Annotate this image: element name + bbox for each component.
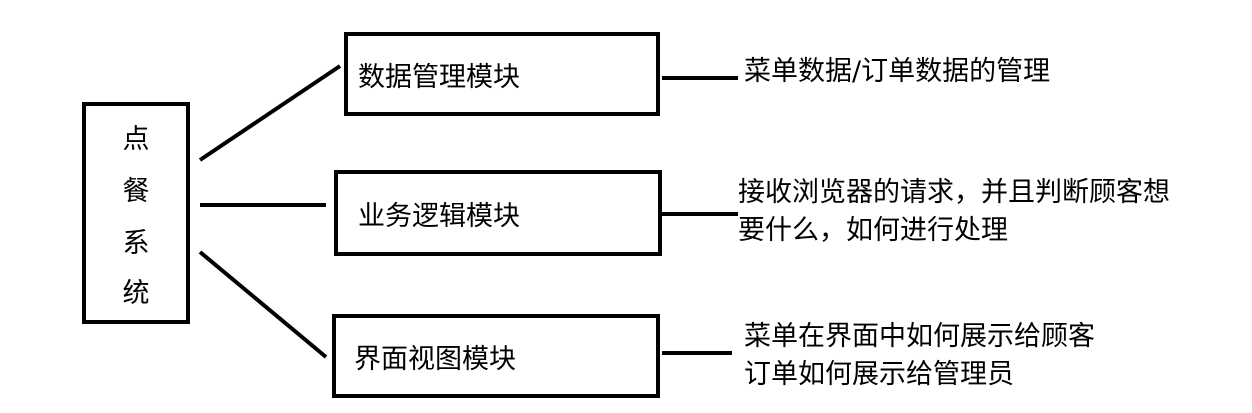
connector-root-to-data xyxy=(198,64,342,162)
desc-line: 订单如何展示给管理员 xyxy=(744,359,1014,390)
root-char: 点 xyxy=(122,124,150,155)
root-char: 餐 xyxy=(122,176,150,207)
desc-line: 菜单在界面中如何展示给顾客 xyxy=(744,321,1095,352)
module-label: 界面视图模块 xyxy=(354,343,516,375)
module-label: 业务逻辑模块 xyxy=(358,200,520,232)
module-business-logic: 业务逻辑模块 xyxy=(334,170,662,256)
desc-line: 要什么，如何进行处理 xyxy=(738,215,1008,246)
desc-view: 菜单在界面中如何展示给顾客 订单如何展示给管理员 xyxy=(744,318,1095,394)
desc-line: 接收浏览器的请求，并且判断顾客想 xyxy=(738,177,1170,208)
connector-root-to-view xyxy=(198,250,328,359)
root-char: 系 xyxy=(122,228,150,259)
desc-data-management: 菜单数据/订单数据的管理 xyxy=(744,53,1050,91)
desc-business-logic: 接收浏览器的请求，并且判断顾客想 要什么，如何进行处理 xyxy=(738,174,1170,250)
desc-line: 菜单数据/订单数据的管理 xyxy=(744,56,1051,87)
module-data-management: 数据管理模块 xyxy=(344,32,660,116)
module-label: 数据管理模块 xyxy=(358,61,520,93)
root-char: 统 xyxy=(122,278,150,309)
root-node-ordering-system: 点 餐 系 统 xyxy=(82,102,190,324)
module-view: 界面视图模块 xyxy=(332,314,660,398)
